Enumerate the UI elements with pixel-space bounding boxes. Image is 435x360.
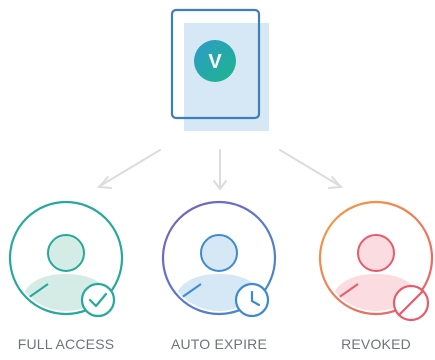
arrow-to-full-access xyxy=(96,149,161,189)
full-access-user xyxy=(8,200,124,318)
access-diagram-graphic: V xyxy=(8,8,434,322)
user-ring xyxy=(8,200,124,316)
prohibited-icon xyxy=(392,284,430,322)
revoked-user xyxy=(318,200,434,322)
revoked-label: REVOKED xyxy=(341,336,411,352)
auto-expire-user xyxy=(161,200,277,318)
logo-letter: V xyxy=(208,51,222,73)
document-outline xyxy=(170,8,261,120)
arrow-to-revoked xyxy=(279,149,344,189)
checkmark-icon xyxy=(80,282,116,318)
clock-icon xyxy=(234,282,270,318)
document-logo-icon: V xyxy=(194,40,236,82)
full-access-label: FULL ACCESS xyxy=(17,336,115,352)
auto-expire-label: AUTO EXPIRE xyxy=(170,336,268,352)
shared-document: V xyxy=(170,8,269,131)
user-ring xyxy=(318,200,434,316)
arrow-to-auto-expire xyxy=(213,149,227,191)
user-ring xyxy=(161,200,277,316)
